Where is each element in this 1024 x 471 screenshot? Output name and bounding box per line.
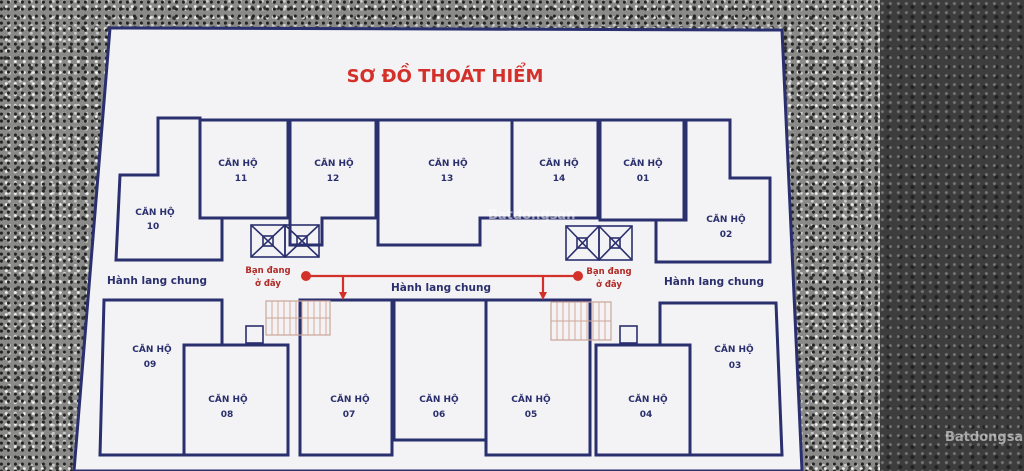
elevator-icon-right	[565, 225, 633, 261]
room-number: 13	[441, 174, 454, 184]
room-label: CĂN HỘ	[208, 393, 248, 405]
room-label: CĂN HỘ	[135, 206, 175, 218]
room-08	[182, 343, 290, 457]
room-02	[654, 118, 772, 264]
room-labels: CĂN HỘ 10 CĂN HỘ 11 CĂN HỘ 12 CĂN HỘ 13 CĂN …	[132, 157, 754, 420]
corridor-label-center: Hành lang chung	[391, 282, 491, 294]
you-are-here-label-left-2: ở đây	[255, 278, 281, 289]
room-number: 04	[640, 410, 653, 420]
you-are-here-label-left: Bạn đang	[245, 266, 290, 276]
map-title: SƠ ĐỒ THOÁT HIỂM	[347, 62, 544, 87]
room-number: 12	[327, 174, 340, 184]
room-label: CĂN HỘ	[218, 157, 258, 169]
room-03	[658, 301, 784, 457]
room-number: 08	[221, 410, 234, 420]
room-label: CĂN HỘ	[539, 157, 579, 169]
room-label: CĂN HỘ	[428, 157, 468, 169]
elevator-icon-left	[250, 224, 320, 258]
room-number: 06	[433, 410, 446, 420]
room-label: CĂN HỘ	[132, 343, 172, 355]
stairs-icon-right	[550, 301, 612, 341]
you-are-here-label-right-2: ở đây	[596, 279, 622, 290]
room-01	[598, 118, 686, 222]
room-number: 07	[343, 410, 356, 420]
room-number: 10	[147, 222, 160, 232]
room-number: 01	[637, 174, 650, 184]
room-number: 09	[144, 360, 157, 370]
you-are-here-label-right: Bạn đang	[586, 267, 631, 277]
room-label: CĂN HỘ	[330, 393, 370, 405]
room-number: 14	[553, 174, 566, 184]
room-number: 05	[525, 410, 538, 420]
room-label: CĂN HỘ	[623, 157, 663, 169]
room-07	[298, 298, 394, 457]
corridor-label-left: Hành lang chung	[107, 275, 207, 287]
room-12	[288, 118, 378, 247]
shaft-icon-left	[245, 325, 264, 344]
watermark-corner: Batdongsan	[945, 430, 1024, 445]
you-are-here-marker-left	[301, 271, 311, 281]
room-label: CĂN HỘ	[511, 393, 551, 405]
room-14	[510, 118, 600, 220]
granite-wall-dark	[880, 0, 1024, 471]
room-number: 03	[729, 361, 742, 371]
stairs-icon-left	[265, 300, 331, 336]
sign-board	[72, 26, 804, 471]
watermark: Batdongsan	[488, 208, 575, 223]
you-are-here-marker-right	[573, 271, 583, 281]
room-label: CĂN HỘ	[419, 393, 459, 405]
room-label: CĂN HỘ	[628, 393, 668, 405]
room-number: 11	[235, 174, 248, 184]
room-label: CĂN HỘ	[706, 213, 746, 225]
room-number: 02	[720, 230, 733, 240]
room-05	[484, 298, 592, 457]
room-label: CĂN HỘ	[314, 157, 354, 169]
shaft-icon-right	[619, 325, 638, 344]
room-11	[198, 118, 290, 220]
corridor-label-right: Hành lang chung	[664, 276, 764, 288]
room-label: CĂN HỘ	[714, 343, 754, 355]
evacuation-route	[301, 271, 583, 300]
